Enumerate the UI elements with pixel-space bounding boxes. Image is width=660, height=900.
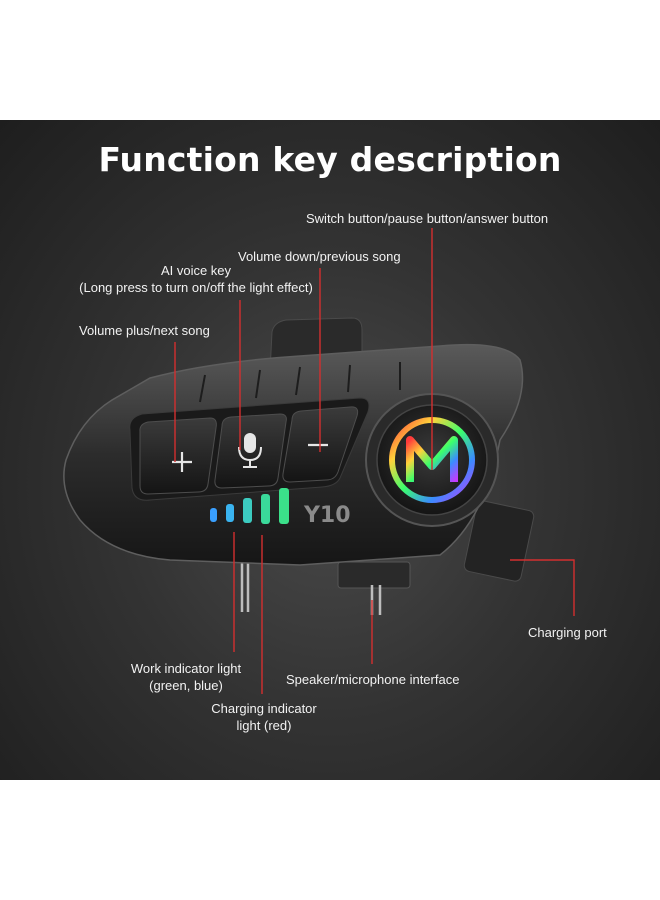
bottom-pin-right <box>370 585 382 615</box>
ai-voice-key[interactable] <box>214 413 287 489</box>
label-ai-voice-key-line2: (Long press to turn on/off the light eff… <box>79 280 313 295</box>
bottom-pin-left <box>240 560 250 612</box>
work-indicator-light <box>210 488 289 524</box>
label-volume-down: Volume down/previous song <box>238 249 401 264</box>
label-work-indicator: Work indicator light (green, blue) <box>118 660 254 694</box>
label-charging-indicator: Charging indicator light (red) <box>196 700 332 734</box>
label-work-indicator-line1: Work indicator light <box>130 661 242 676</box>
label-work-indicator-line2: (green, blue) <box>149 678 223 693</box>
volume-plus-key[interactable] <box>139 417 217 495</box>
microphone-icon <box>238 433 262 468</box>
body-ridges <box>199 362 401 403</box>
speaker-mic-connector <box>337 561 411 589</box>
callout-charging-port <box>510 559 575 616</box>
label-ai-voice-key-line1: AI voice key <box>160 263 232 278</box>
page-title: Function key description <box>98 140 562 179</box>
callout-lines <box>174 228 575 694</box>
label-charging-indicator-line2: light (red) <box>236 718 292 733</box>
label-switch-button: Switch button/pause button/answer button <box>306 211 549 226</box>
label-charging-port: Charging port <box>528 625 607 640</box>
label-ai-voice-key: AI voice key (Long press to turn on/off … <box>72 262 320 296</box>
label-speaker-mic: Speaker/microphone interface <box>286 672 460 687</box>
charging-port-flap <box>463 500 535 582</box>
label-charging-indicator-line1: Charging indicator <box>211 701 317 716</box>
label-volume-plus: Volume plus/next song <box>79 323 210 338</box>
